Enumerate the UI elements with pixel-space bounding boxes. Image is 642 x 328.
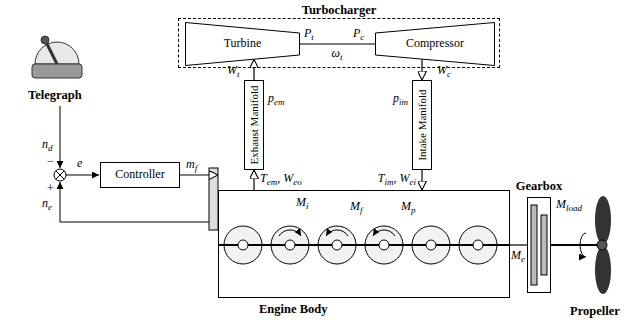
flow-connector [510,244,527,245]
signal-name: ne [42,197,52,211]
node-label: Compressor [406,37,464,51]
crank-hub [473,240,483,250]
subscript: t [237,69,240,79]
signal-name: Mi [296,196,309,210]
flow-connector [253,170,254,190]
telegraph-knob [41,36,49,44]
subscript: c [360,32,364,42]
telegraph-lever [46,42,57,64]
signal-name: Pc [353,27,364,41]
flow-label: Wc [437,64,451,78]
node-heading: Gearbox [516,179,563,193]
signal-name: pim [393,92,408,106]
telegraph-dial [35,42,79,64]
signal-name: nd [42,138,53,152]
crank-hub [332,240,342,250]
flow-connector [421,170,422,190]
summing-junction [54,169,66,181]
signal-name: Mload [556,198,582,212]
crankshaft [219,244,510,246]
subscript: im [385,177,394,187]
torque-arrow [279,230,301,236]
crank-hub [238,240,248,250]
subscript: f [195,163,198,173]
subscript: t [340,52,343,62]
part-name: Propeller [570,304,620,318]
shape-outline [376,23,495,66]
subscript: load [566,203,582,213]
junction-cross [56,171,64,179]
propeller-shaft [551,244,600,246]
subscript: t [311,32,314,42]
junction-cross [56,171,64,179]
node-label: Turbine [224,37,262,51]
propeller-blade [595,196,611,244]
signal-name: Pt [304,27,314,41]
flow-connector [253,59,254,80]
part-name: Telegraph [28,88,82,102]
flow-label: ωt [332,47,343,61]
signal-line [66,175,99,176]
subscript: d [48,143,53,153]
signal-name: pem [268,92,285,106]
torque-arrow [373,230,395,236]
flow-label: mf [186,158,197,172]
node-label: Exhaust Manifold [248,85,261,164]
signal-line [60,106,61,168]
signal-name: − [47,155,54,169]
node-label: Controller [115,168,164,182]
torque-arrow [326,230,348,236]
signal-name: Mf [350,200,363,214]
telegraph-base [32,64,82,78]
node-label: Intake Manifold [416,89,429,160]
propeller-blade [595,246,611,294]
fuel-injector [209,168,218,230]
subscript: eo [293,177,302,187]
subscript: i [306,201,309,211]
flow-connector [180,174,218,175]
crank-hub [379,240,389,250]
flow-connector [421,59,422,80]
crank-hub [285,240,295,250]
manifold-box: Intake Manifold [412,80,432,170]
turbocharger-group: TurbineCompressorTurbocharger [178,18,500,68]
subscript: f [360,205,363,215]
feedback-line [60,182,209,222]
compressor-shape: Compressor [375,22,495,66]
signal-name: + [47,182,54,196]
flow-label: Me [511,249,525,263]
subscript: im [399,97,408,107]
flow-connector [300,43,375,44]
subscript: em [274,97,285,107]
subscript: e [521,254,525,264]
node-heading: Turbocharger [302,3,377,17]
turbine-shape: Turbine [185,22,300,66]
subscript: c [447,69,451,79]
process-box: Controller [100,162,180,188]
subscript: em [267,177,278,187]
node-heading: Engine Body [259,302,327,316]
subscript: ei [410,177,417,187]
flow-label: Tim, Wei [378,172,416,186]
engine-body-frame: Engine Body [218,190,510,298]
signal-name: Mp [401,200,416,214]
manifold-box: Exhaust Manifold [244,80,264,170]
propeller-hub [597,240,607,250]
subscript: p [411,205,416,215]
gearbox-frame: Gearbox [527,197,551,293]
gear [541,215,547,275]
flow-label: Wt [227,64,240,78]
shape-outline [186,23,300,66]
flow-label: Tem, Weo [260,172,302,186]
crank-hub [426,240,436,250]
load-torque-arrow [580,233,586,257]
signal-name: e [77,157,82,171]
gear [531,205,537,285]
subscript: e [48,202,52,212]
